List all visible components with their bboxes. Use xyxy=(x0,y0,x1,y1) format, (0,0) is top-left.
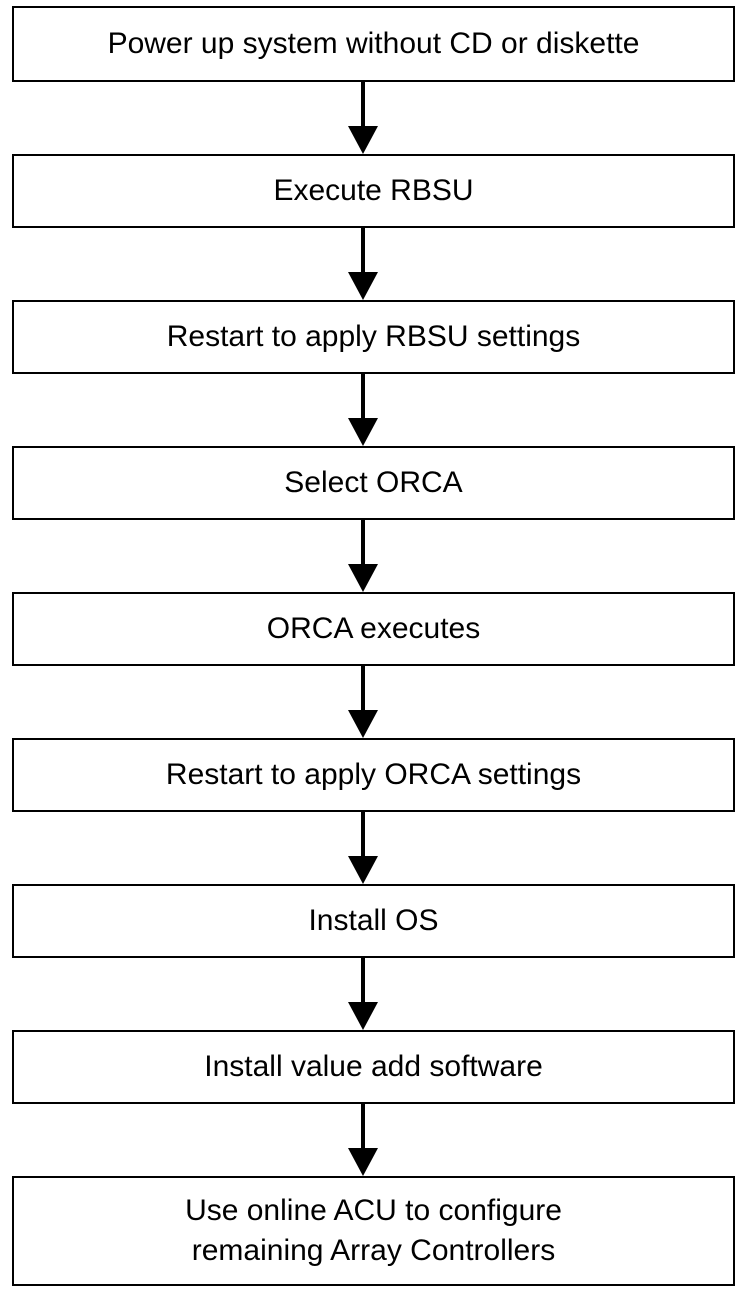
arrow-down xyxy=(348,1104,378,1176)
arrow-down xyxy=(348,666,378,738)
arrow-down xyxy=(348,82,378,154)
step-label: Restart to apply ORCA settings xyxy=(165,758,582,791)
step-restart-orca: Restart to apply ORCA settings xyxy=(12,738,735,812)
step-use-online-acu: Use online ACU to configure remaining Ar… xyxy=(12,1176,735,1286)
step-label: Restart to apply RBSU settings xyxy=(166,320,581,353)
step-execute-rbsu: Execute RBSU xyxy=(12,154,735,228)
step-label: Execute RBSU xyxy=(273,174,474,207)
step-restart-rbsu: Restart to apply RBSU settings xyxy=(12,300,735,374)
step-label: Use online ACU to configure remaining Ar… xyxy=(185,1194,562,1267)
arrow-down xyxy=(348,958,378,1030)
step-label: Power up system without CD or diskette xyxy=(107,27,640,60)
arrow-down xyxy=(348,374,378,446)
step-label: Install OS xyxy=(308,904,439,937)
step-orca-executes: ORCA executes xyxy=(12,592,735,666)
arrow-down xyxy=(348,812,378,884)
step-install-os: Install OS xyxy=(12,884,735,958)
step-install-value-add: Install value add software xyxy=(12,1030,735,1104)
arrow-down xyxy=(348,228,378,300)
step-select-orca: Select ORCA xyxy=(12,446,735,520)
arrow-down xyxy=(348,520,378,592)
step-label: ORCA executes xyxy=(266,612,481,645)
step-power-up: Power up system without CD or diskette xyxy=(12,6,735,82)
step-label: Select ORCA xyxy=(284,466,463,499)
step-label: Install value add software xyxy=(204,1050,543,1083)
